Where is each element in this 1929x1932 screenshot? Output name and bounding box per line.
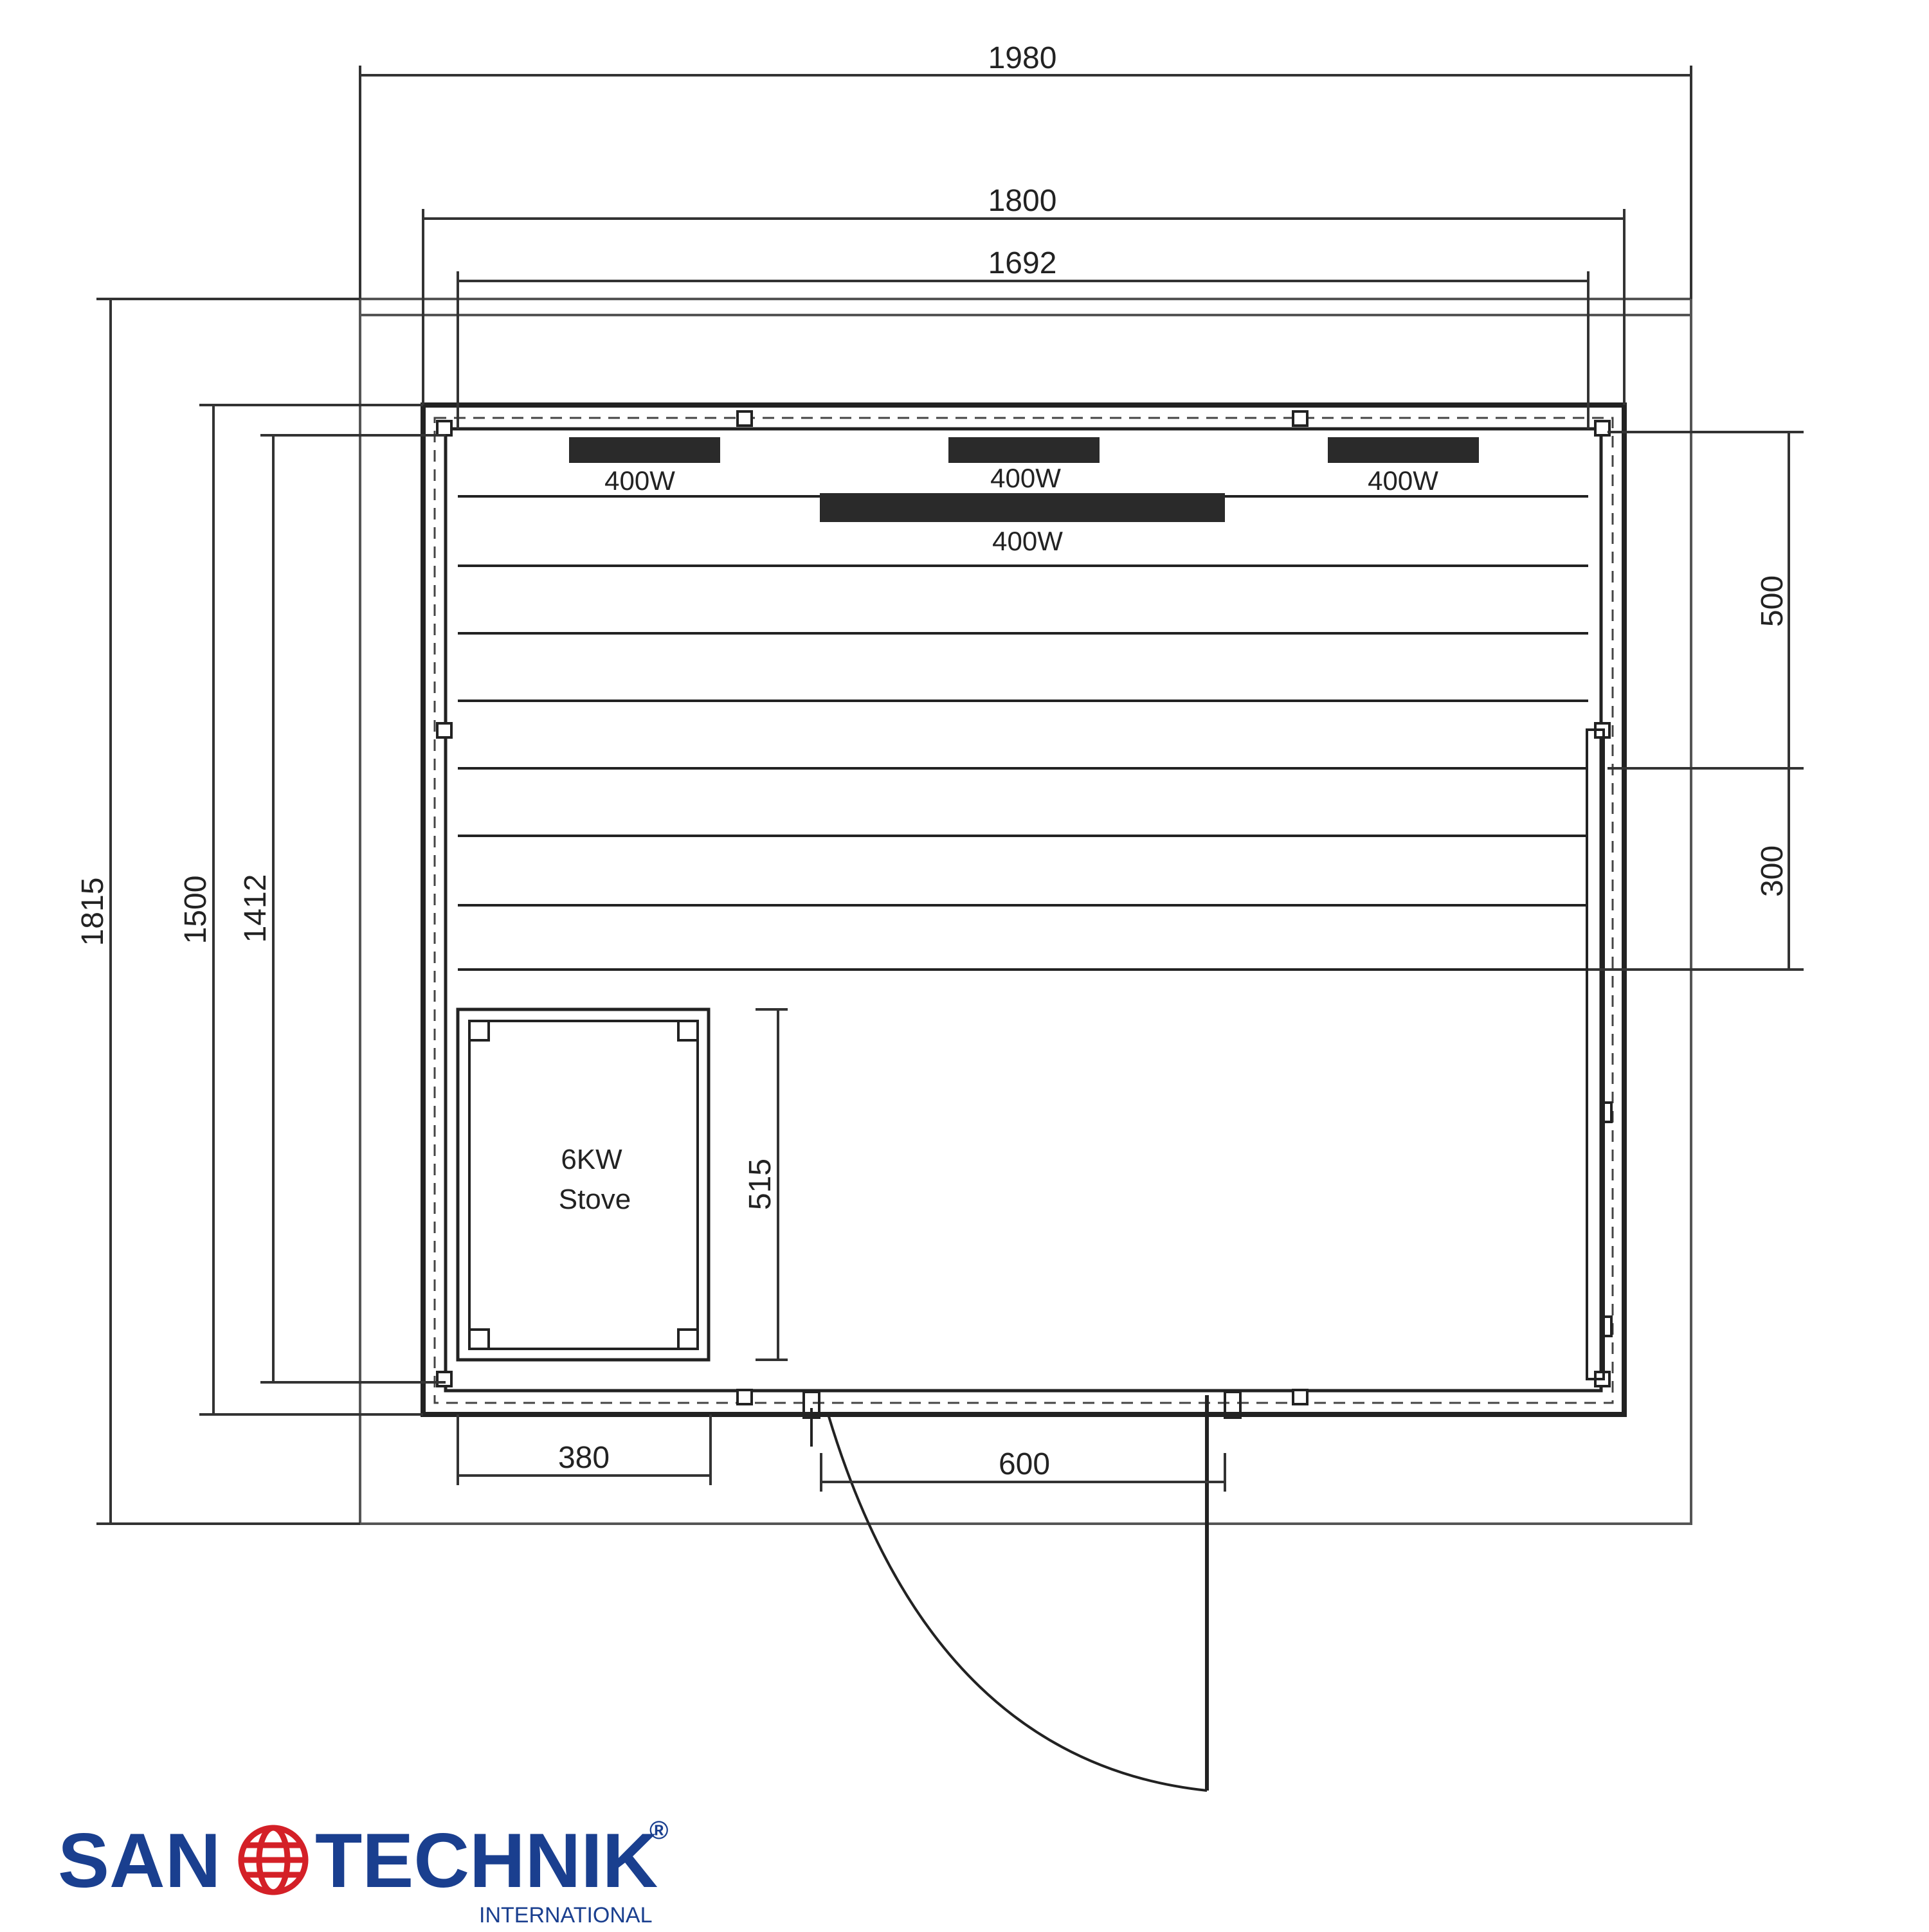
logo-word-san: SAN (58, 1818, 221, 1904)
bench-slats (458, 495, 1588, 971)
dim-upper-bench: 500 (1755, 575, 1789, 627)
brand-logo: SAN TECHNIK ® INTERNATIONAL (58, 1816, 668, 1927)
dim-cabin-depth: 1500 (179, 876, 213, 944)
heater-panels: 400W 400W 400W 400W (569, 437, 1479, 556)
dim-outer-width: 1980 (988, 41, 1057, 75)
glass-side-strip (1586, 728, 1613, 1380)
stove-label-line1: 6KW (561, 1144, 622, 1175)
heater-label: 400W (1368, 465, 1438, 496)
dim-stove-width: 380 (558, 1441, 610, 1475)
door (802, 1391, 1242, 1792)
outer-footprint (359, 298, 1692, 1525)
stove: 6KW Stove (456, 1007, 711, 1362)
wall-connectors (436, 410, 1611, 1405)
heater-panel: 400W (1328, 437, 1479, 496)
dim-inner-width: 1692 (988, 246, 1057, 280)
stove-label-line2: Stove (559, 1184, 631, 1215)
cabin-walls (421, 402, 1627, 1417)
globe-icon (238, 1825, 309, 1895)
dim-door-width: 600 (999, 1447, 1050, 1481)
heater-panel: 400W (569, 437, 720, 496)
dim-cabin-width: 1800 (988, 184, 1057, 218)
dimension-lines (96, 66, 1804, 1525)
heater-panel: 400W (820, 493, 1225, 556)
heater-panel: 400W (948, 437, 1100, 493)
dim-stove-depth: 515 (743, 1159, 777, 1210)
heater-label: 400W (992, 526, 1063, 556)
dim-lower-bench: 300 (1755, 845, 1789, 897)
dim-outer-depth: 1815 (76, 878, 110, 946)
heater-label: 400W (604, 465, 675, 496)
dimension-labels: 1980 1800 1692 1815 1500 1412 500 300 51… (76, 41, 1789, 1481)
heater-label: 400W (990, 463, 1061, 493)
dim-inner-depth: 1412 (239, 874, 273, 943)
logo-word-technik: TECHNIK (315, 1818, 658, 1904)
logo-subtitle: INTERNATIONAL (479, 1903, 653, 1927)
logo-registered-mark: ® (649, 1816, 668, 1845)
